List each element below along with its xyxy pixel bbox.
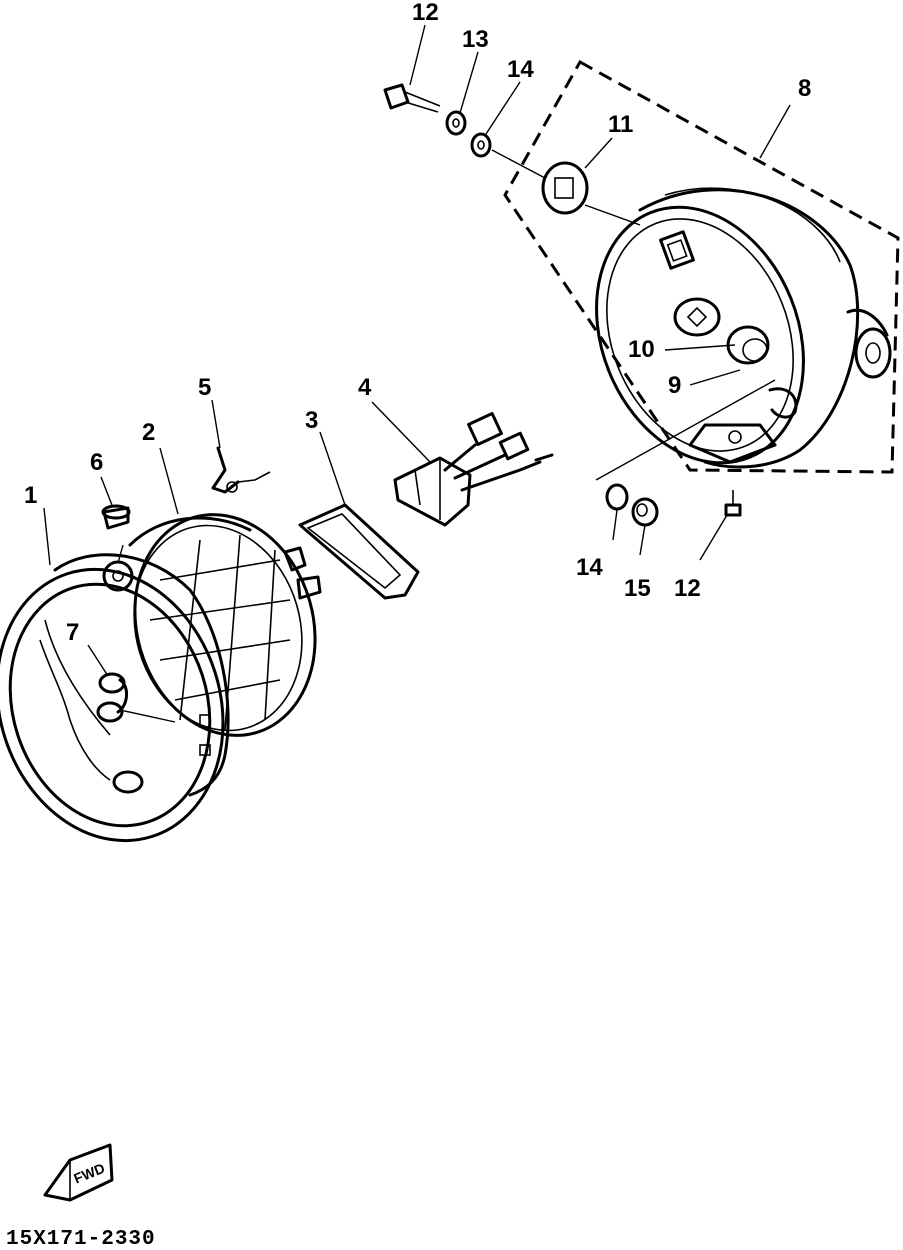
part-4-socket-cord xyxy=(393,412,554,527)
part-8-group-boundary xyxy=(503,59,900,474)
callout-2: 2 xyxy=(142,419,155,446)
fwd-arrow-icon: FWD xyxy=(43,1143,114,1202)
callout-14-top: 14 xyxy=(507,56,534,83)
part-8-headlight-case xyxy=(595,187,892,469)
leader-lines xyxy=(43,24,791,723)
callout-7: 7 xyxy=(66,619,79,646)
headlight-body-group xyxy=(503,59,900,474)
callout-15: 15 xyxy=(624,575,651,602)
part-1-headlight-rim xyxy=(0,553,230,843)
part-11-grommet xyxy=(541,161,589,215)
callout-9: 9 xyxy=(668,372,681,399)
part-13-washer xyxy=(445,110,467,136)
callout-12-top: 12 xyxy=(412,0,439,26)
callout-1: 1 xyxy=(24,482,37,509)
callout-6: 6 xyxy=(90,449,103,476)
callout-8: 8 xyxy=(798,75,811,102)
part-5-spring-clip xyxy=(211,446,271,494)
part-6-screw xyxy=(101,504,131,530)
callout-12-bottom: 12 xyxy=(674,575,701,602)
callout-11: 11 xyxy=(608,111,633,138)
part-14-nut-top xyxy=(470,132,492,158)
callout-13: 13 xyxy=(462,26,489,53)
callout-5: 5 xyxy=(198,374,211,401)
part-7-screw xyxy=(96,672,128,723)
fwd-label: FWD xyxy=(71,1160,107,1187)
callout-10: 10 xyxy=(628,336,655,363)
callout-3: 3 xyxy=(305,407,318,434)
part-2-lens-unit xyxy=(128,513,317,737)
part-12-bolt-bottom xyxy=(724,490,742,517)
part-15-collar xyxy=(631,497,659,527)
callout-14-bottom: 14 xyxy=(576,554,603,581)
part-3-bulb xyxy=(283,503,420,600)
part-14-nut-bottom xyxy=(605,483,629,511)
part-12-bolt-top xyxy=(383,83,441,113)
callout-labels: 1 2 3 4 5 6 7 8 9 10 11 12 13 14 14 15 1… xyxy=(24,0,811,646)
callout-4: 4 xyxy=(358,374,372,401)
reference-code: 15X171-2330 xyxy=(6,1228,156,1250)
